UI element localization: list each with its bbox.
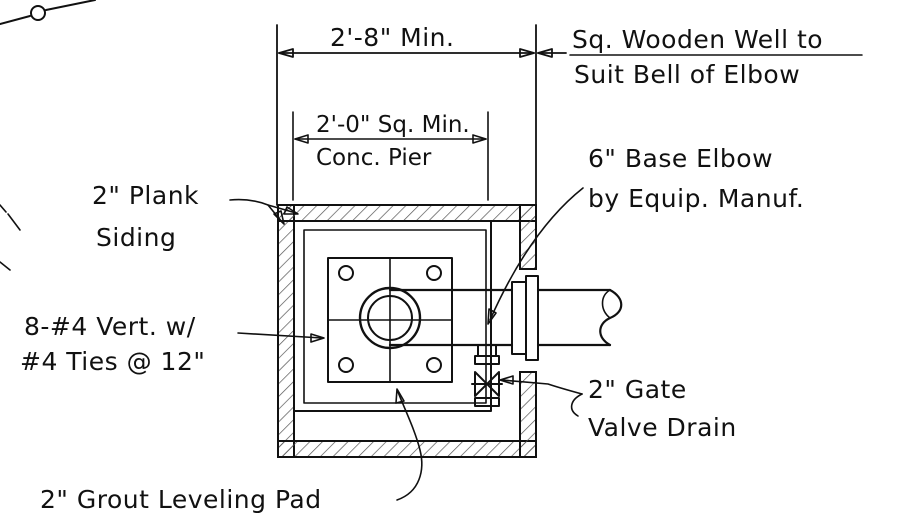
plank-label-line2: Siding <box>96 223 176 252</box>
gate-valve <box>471 344 503 407</box>
stray-arc-symbol <box>0 0 96 25</box>
vert-label-line2: #4 Ties @ 12" <box>20 347 205 376</box>
pier-dimension-label: 2'-0" Sq. Min. <box>316 112 470 138</box>
wooden-well-note: Sq. Wooden Well to Suit Bell of Elbow <box>569 25 863 89</box>
gate-label-line1: 2" Gate <box>588 375 687 404</box>
plank-label-line1: 2" Plank <box>92 181 199 210</box>
elbow-label-line1: 6" Base Elbow <box>588 144 773 173</box>
min-width-label: 2'-8" Min. <box>330 23 454 52</box>
wooden-well-label-line2: Suit Bell of Elbow <box>574 60 800 89</box>
callout-labels: 6" Base Elbow by Equip. Manuf. 2" Plank … <box>20 144 804 514</box>
anchor-bolt <box>338 265 442 373</box>
elbow-label-line2: by Equip. Manuf. <box>588 184 804 213</box>
vert-label-line1: 8-#4 Vert. w/ <box>24 312 196 341</box>
edge-ticks <box>0 204 21 271</box>
elbow-pipe <box>358 275 623 361</box>
pier-label: Conc. Pier <box>316 145 432 171</box>
base-elbow-plate <box>327 257 453 383</box>
wooden-well-label-line1: Sq. Wooden Well to <box>572 25 823 54</box>
dimension-min-width: 2'-8" Min. <box>276 23 567 206</box>
leader-lines <box>229 187 584 501</box>
gate-label-line2: Valve Drain <box>588 413 737 442</box>
grout-label: 2" Grout Leveling Pad <box>40 485 322 514</box>
dimension-pier-width: 2'-0" Sq. Min. Conc. Pier <box>292 111 489 201</box>
